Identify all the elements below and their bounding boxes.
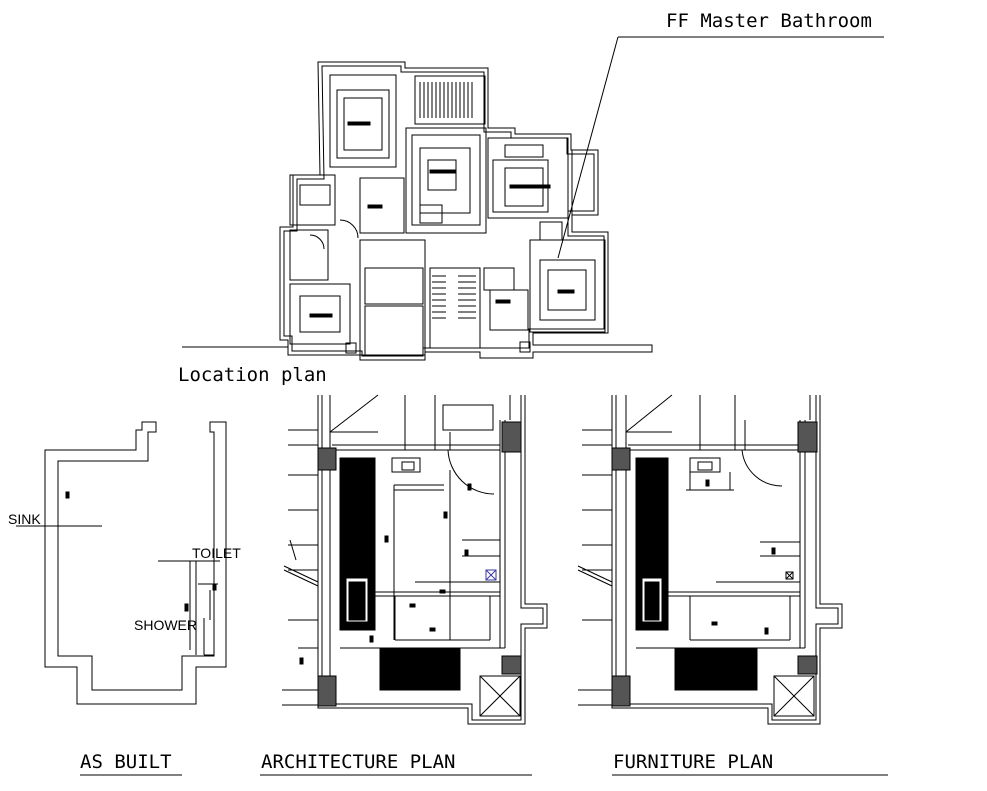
callout-ff-master-bathroom: FF Master Bathroom — [666, 10, 872, 32]
as-built-title: AS BUILT — [80, 751, 172, 773]
shower-label: SHOWER — [134, 617, 197, 633]
architecture-plan-title: ARCHITECTURE PLAN — [261, 751, 455, 773]
sink-label: SINK — [8, 511, 41, 527]
furniture-plan — [577, 394, 888, 776]
location-plan — [182, 36, 884, 361]
furniture-plan-title: FURNITURE PLAN — [613, 751, 773, 773]
toilet-label: TOILET — [192, 545, 241, 561]
architecture-plan — [260, 394, 548, 776]
location-plan-label: Location plan — [178, 364, 327, 386]
as-built-plan — [16, 421, 227, 776]
